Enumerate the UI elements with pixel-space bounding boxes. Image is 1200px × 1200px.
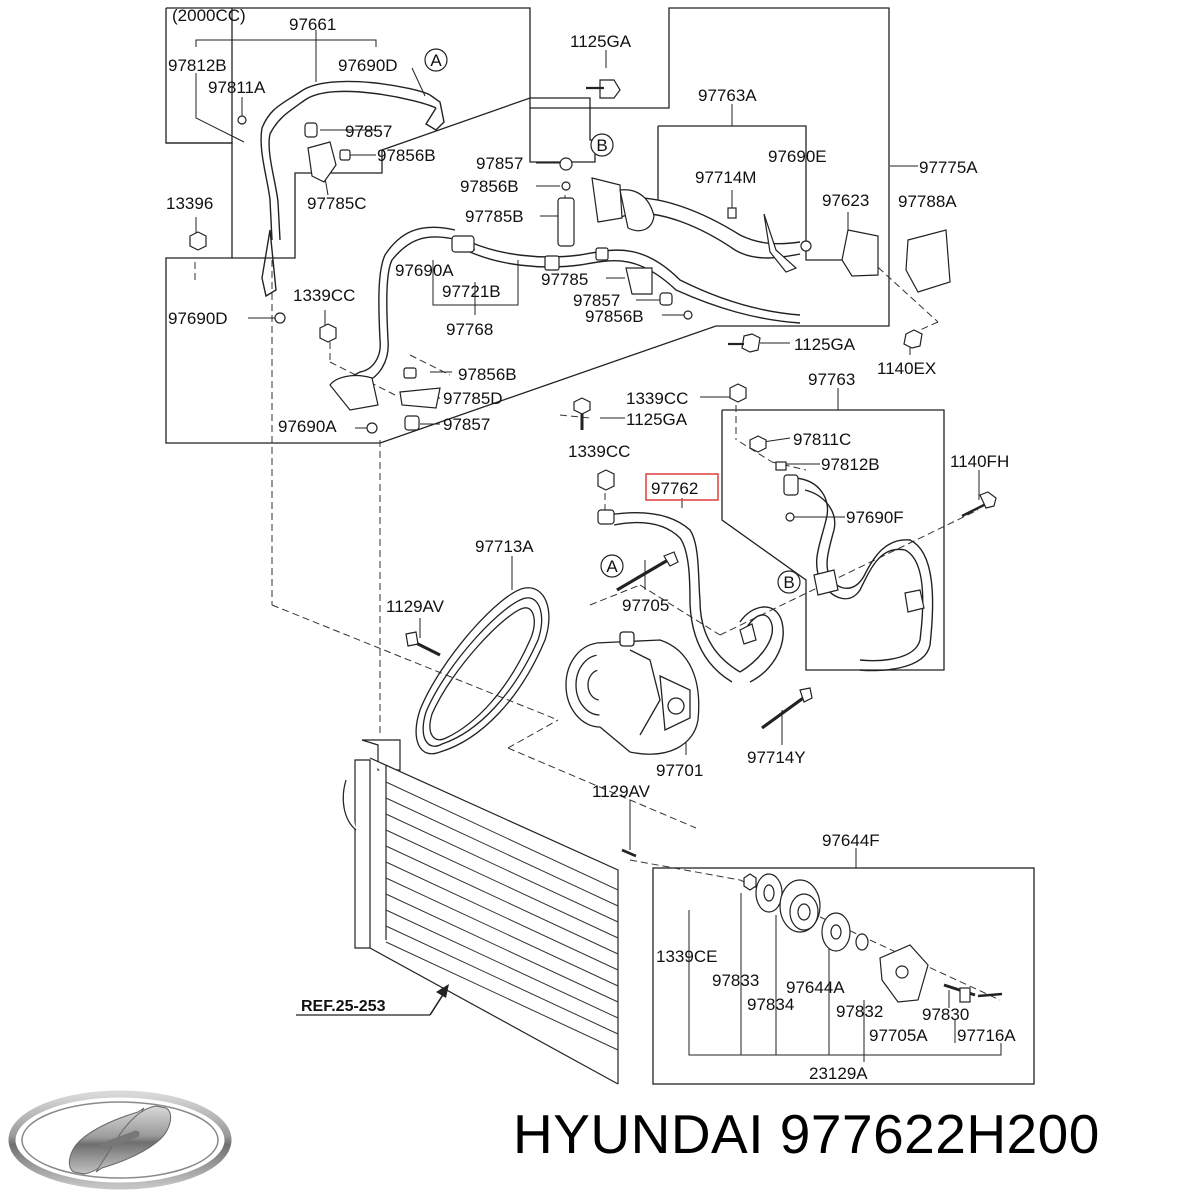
label-97716a: 97716A bbox=[957, 1026, 1016, 1045]
label-97714m: 97714M bbox=[695, 168, 756, 187]
label-97721b: 97721B bbox=[442, 282, 501, 301]
label-97768: 97768 bbox=[446, 320, 493, 339]
pipe-97768 bbox=[344, 226, 456, 381]
label-97785d: 97785D bbox=[443, 389, 503, 408]
pipe-97661 bbox=[260, 80, 431, 241]
connector-a-low-label: A bbox=[606, 557, 618, 576]
label-97690e: 97690E bbox=[768, 147, 827, 166]
label-1339cc-a: 1339CC bbox=[293, 286, 355, 305]
bolts bbox=[405, 551, 813, 858]
label-1125ga-low: 1125GA bbox=[626, 410, 688, 429]
label-23129a: 23129A bbox=[809, 1064, 868, 1083]
label-97690f: 97690F bbox=[846, 508, 904, 527]
label-1129av-b: 1129AV bbox=[592, 782, 651, 801]
label-97785: 97785 bbox=[541, 270, 588, 289]
label-97690a-a: 97690A bbox=[395, 261, 454, 280]
label-97856b-b: 97856B bbox=[458, 365, 517, 384]
label-97690d-top: 97690D bbox=[338, 56, 398, 75]
callout-labels: (2000CC) 97661 97812B 97690D 97811A 9785… bbox=[166, 6, 1016, 1083]
label-97857-b: 97857 bbox=[443, 415, 490, 434]
brand-part-number: HYUNDAI 977622H200 bbox=[513, 1103, 1100, 1165]
label-97830: 97830 bbox=[922, 1005, 969, 1024]
frame-main bbox=[165, 7, 890, 444]
label-97714y: 97714Y bbox=[747, 748, 806, 767]
ref-arrow bbox=[296, 984, 449, 1016]
connector-a-top-label: A bbox=[430, 51, 442, 70]
nut-icon bbox=[189, 231, 207, 251]
label-97763: 97763 bbox=[808, 370, 855, 389]
hyundai-logo-icon bbox=[8, 1090, 232, 1190]
label-1339cc-b: 1339CC bbox=[626, 389, 688, 408]
label-97856b-a: 97856B bbox=[377, 146, 436, 165]
label-97701: 97701 bbox=[656, 761, 703, 780]
pipe-97762 bbox=[607, 511, 741, 673]
pipe-97763 bbox=[794, 477, 924, 662]
label-1129av-a: 1129AV bbox=[386, 597, 445, 616]
connector-b-low-label: B bbox=[783, 573, 794, 592]
connector-a-low bbox=[600, 554, 624, 578]
label-97762: 97762 bbox=[651, 479, 698, 498]
label-97812b-right: 97812B bbox=[821, 455, 880, 474]
label-97661: 97661 bbox=[289, 15, 336, 34]
frame-97763 bbox=[721, 409, 945, 671]
clutch-parts bbox=[743, 873, 1003, 1003]
connector-b-top-label: B bbox=[596, 136, 607, 155]
label-97690d-left: 97690D bbox=[168, 309, 228, 328]
label-97788a: 97788A bbox=[898, 192, 957, 211]
label-97811a: 97811A bbox=[208, 78, 266, 97]
label-97623: 97623 bbox=[822, 191, 869, 210]
frame-2000cc bbox=[232, 7, 596, 259]
condenser bbox=[342, 739, 619, 1085]
connector-b-low bbox=[777, 570, 801, 594]
label-97785b: 97785B bbox=[465, 207, 524, 226]
highlight-box-97762 bbox=[645, 473, 719, 501]
label-1125ga-mid: 1125GA bbox=[794, 335, 856, 354]
label-ref-25-253: REF.25-253 bbox=[301, 998, 386, 1015]
condenser-fins bbox=[385, 781, 619, 1051]
label-97644a: 97644A bbox=[786, 978, 845, 997]
small-parts bbox=[189, 79, 997, 645]
label-97833: 97833 bbox=[712, 971, 759, 990]
label-97834: 97834 bbox=[747, 995, 794, 1014]
label-97775a: 97775A bbox=[919, 158, 978, 177]
compressor-97701 bbox=[565, 631, 700, 755]
label-97705: 97705 bbox=[622, 596, 669, 615]
label-2000cc: (2000CC) bbox=[172, 6, 246, 25]
label-97832: 97832 bbox=[836, 1002, 883, 1021]
o-ring-icon bbox=[237, 115, 247, 125]
connector-bubbles: A B A B bbox=[424, 48, 801, 594]
frame-2000cc-inner bbox=[165, 7, 233, 144]
label-97705a: 97705A bbox=[869, 1026, 928, 1045]
label-97644f: 97644F bbox=[822, 831, 880, 850]
connector-b-top bbox=[590, 133, 614, 157]
belt-97713a bbox=[415, 587, 550, 755]
label-97812b-top: 97812B bbox=[168, 56, 227, 75]
label-1339ce: 1339CE bbox=[656, 947, 717, 966]
label-97690a-b: 97690A bbox=[278, 417, 337, 436]
frame-97644f bbox=[652, 867, 1035, 1085]
label-97763a: 97763A bbox=[698, 86, 757, 105]
label-1339cc-c: 1339CC bbox=[568, 442, 630, 461]
label-97856b-c: 97856B bbox=[460, 177, 519, 196]
label-97857-a: 97857 bbox=[345, 122, 392, 141]
label-97857-d: 97857 bbox=[573, 291, 620, 310]
label-97856b-d: 97856B bbox=[585, 307, 644, 326]
label-97811c: 97811C bbox=[793, 430, 851, 449]
connector-a-top bbox=[424, 48, 448, 72]
label-1140fh: 1140FH bbox=[950, 452, 1009, 471]
label-13396: 13396 bbox=[166, 194, 213, 213]
label-97713a: 97713A bbox=[475, 537, 534, 556]
label-1125ga-top: 1125GA bbox=[570, 32, 632, 51]
label-1140ex: 1140EX bbox=[877, 359, 936, 378]
label-97785c: 97785C bbox=[307, 194, 367, 213]
label-97857-c: 97857 bbox=[476, 154, 523, 173]
